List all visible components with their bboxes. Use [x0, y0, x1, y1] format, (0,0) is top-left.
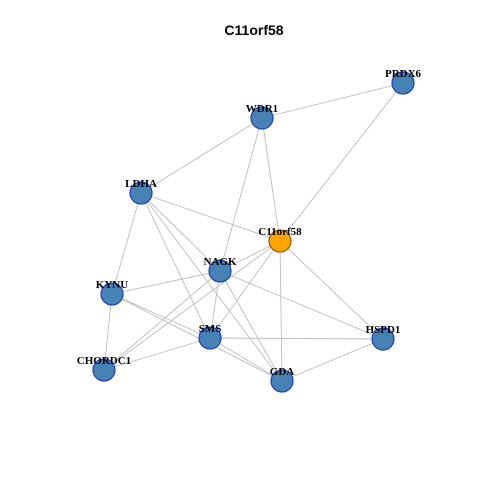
edge-wdr1-nagk [219, 117, 263, 272]
node-label-kynu: KYNU [96, 279, 128, 291]
edge-ldha-kynu [111, 192, 142, 295]
node-circle-sms [198, 326, 222, 350]
node-label-chordc1: CHORDC1 [77, 355, 131, 367]
node-label-ldha: LDHA [125, 178, 157, 190]
graph-title: C11orf58 [224, 22, 283, 38]
node-label-prdx6: PRDX6 [385, 68, 422, 80]
edge-c11orf58-sms [209, 240, 281, 339]
node-circle-prdx6 [391, 71, 415, 95]
node-circle-c11orf58 [268, 229, 292, 253]
edge-nagk-chordc1 [103, 270, 221, 371]
edge-kynu-sms [111, 293, 211, 339]
edge-kynu-gda [111, 293, 283, 382]
edge-c11orf58-hspd1 [279, 240, 384, 340]
edge-sms-gda [209, 337, 283, 382]
node-kynu: KYNU [96, 279, 128, 306]
edge-ldha-c11orf58 [140, 192, 281, 242]
node-c11orf58: C11orf58 [258, 226, 302, 253]
node-label-sms: SMS [199, 323, 222, 335]
node-ldha: LDHA [125, 178, 157, 205]
edge-hspd1-gda [281, 338, 384, 382]
node-nagk: NAGK [204, 256, 237, 283]
node-hspd1: HSPD1 [366, 324, 401, 351]
edge-nagk-kynu [111, 270, 221, 295]
node-label-nagk: NAGK [204, 256, 237, 268]
edge-c11orf58-chordc1 [103, 240, 281, 371]
node-sms: SMS [198, 323, 222, 350]
edge-nagk-gda [219, 270, 283, 382]
edge-sms-hspd1 [209, 337, 384, 340]
node-circle-kynu [100, 282, 124, 306]
node-chordc1: CHORDC1 [77, 355, 131, 382]
edge-ldha-gda [140, 192, 283, 382]
edge-sms-chordc1 [103, 337, 211, 371]
node-label-gda: GDA [270, 366, 295, 378]
node-gda: GDA [270, 366, 295, 393]
edge-wdr1-ldha [140, 117, 263, 194]
edge-c11orf58-gda [279, 240, 283, 382]
edge-kynu-chordc1 [103, 293, 113, 371]
node-label-wdr1: WDR1 [246, 103, 278, 115]
node-label-c11orf58: C11orf58 [258, 226, 302, 238]
edge-wdr1-c11orf58 [261, 117, 281, 242]
node-wdr1: WDR1 [246, 103, 278, 130]
edge-prdx6-c11orf58 [279, 82, 404, 242]
node-circle-gda [270, 369, 294, 393]
node-circle-hspd1 [371, 327, 395, 351]
edge-wdr1-prdx6 [261, 82, 404, 119]
node-circle-nagk [208, 259, 232, 283]
edge-nagk-hspd1 [219, 270, 384, 340]
node-circle-ldha [129, 181, 153, 205]
node-prdx6: PRDX6 [385, 68, 422, 95]
node-circle-chordc1 [92, 358, 116, 382]
edge-ldha-sms [140, 192, 211, 339]
node-label-hspd1: HSPD1 [366, 324, 401, 336]
node-circle-wdr1 [250, 106, 274, 130]
edge-ldha-nagk [140, 192, 221, 272]
